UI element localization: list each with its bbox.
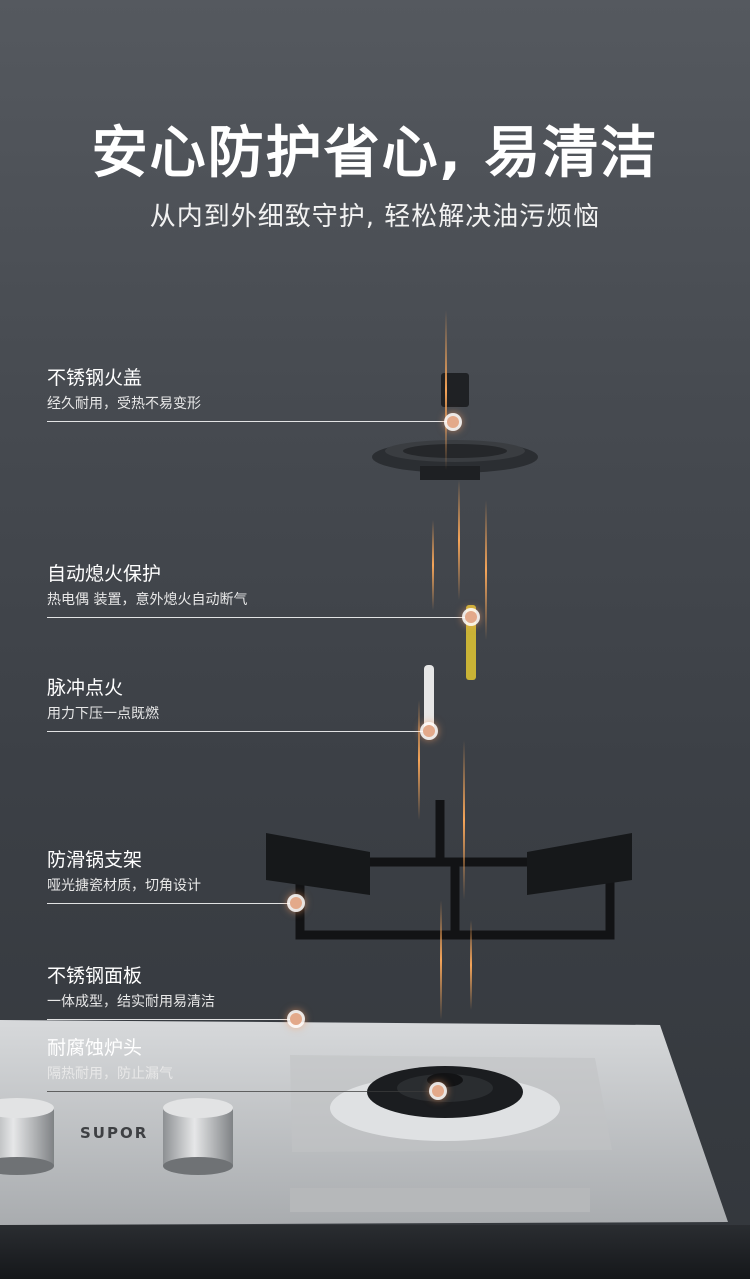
leader-line	[47, 1019, 291, 1020]
knob-left	[0, 1098, 54, 1175]
hotspot-dot	[447, 416, 459, 428]
spark-line	[470, 920, 472, 1010]
spark-line	[458, 480, 460, 600]
spark-line	[445, 310, 447, 470]
callout-flameout-protection: 自动熄火保护 热电偶 装置，意外熄火自动断气	[47, 562, 247, 610]
hotspot-dot	[465, 611, 477, 623]
callout-burner-head: 耐腐蚀炉头 隔热耐用，防止漏气	[47, 1036, 173, 1084]
callout-pot-support: 防滑锅支架 哑光搪瓷材质，切角设计	[47, 848, 201, 896]
hotspot-dot	[290, 1013, 302, 1025]
knob-right	[163, 1098, 233, 1175]
spark-line	[485, 500, 487, 640]
leader-line	[47, 731, 423, 732]
callout-title: 防滑锅支架	[47, 849, 143, 871]
leader-line	[47, 421, 447, 422]
callout-desc: 经久耐用，受热不易变形	[47, 396, 201, 412]
callout-desc: 用力下压一点既燃	[47, 706, 159, 722]
callout-title: 不锈钢火盖	[47, 367, 143, 389]
ignition-needle	[424, 665, 434, 735]
leader-line	[47, 1091, 432, 1092]
hotspot-dot	[290, 897, 302, 909]
callout-desc: 一体成型，结实耐用易清洁	[47, 994, 215, 1010]
callout-burner-cap: 不锈钢火盖 经久耐用，受热不易变形	[47, 366, 201, 414]
spark-line	[463, 740, 465, 900]
hotspot-dot	[432, 1085, 444, 1097]
leader-line	[47, 617, 465, 618]
spark-line	[432, 520, 434, 610]
page-subtitle: 从内到外细致守护, 轻松解决油污烦恼	[149, 202, 601, 232]
callout-pulse-ignition: 脉冲点火 用力下压一点既燃	[47, 676, 159, 724]
callout-desc: 热电偶 装置，意外熄火自动断气	[47, 592, 248, 608]
spark-line	[440, 900, 442, 1020]
leader-line	[47, 903, 291, 904]
spark-line	[418, 700, 420, 820]
callout-title: 脉冲点火	[47, 677, 124, 699]
brand-logo: SUPOR	[80, 1124, 149, 1142]
burner-cap-top	[441, 373, 469, 407]
hotspot-dot	[423, 725, 435, 737]
callout-desc: 隔热耐用，防止漏气	[47, 1066, 173, 1082]
callout-desc: 哑光搪瓷材质，切角设计	[47, 878, 201, 894]
callout-title: 耐腐蚀炉头	[47, 1037, 143, 1059]
callout-title: 不锈钢面板	[47, 965, 143, 987]
thermocouple	[466, 605, 476, 680]
page-title: 安心防护省心, 易清洁	[91, 121, 659, 186]
callout-title: 自动熄火保护	[47, 563, 162, 585]
callout-stainless-panel: 不锈钢面板 一体成型，结实耐用易清洁	[47, 964, 215, 1012]
